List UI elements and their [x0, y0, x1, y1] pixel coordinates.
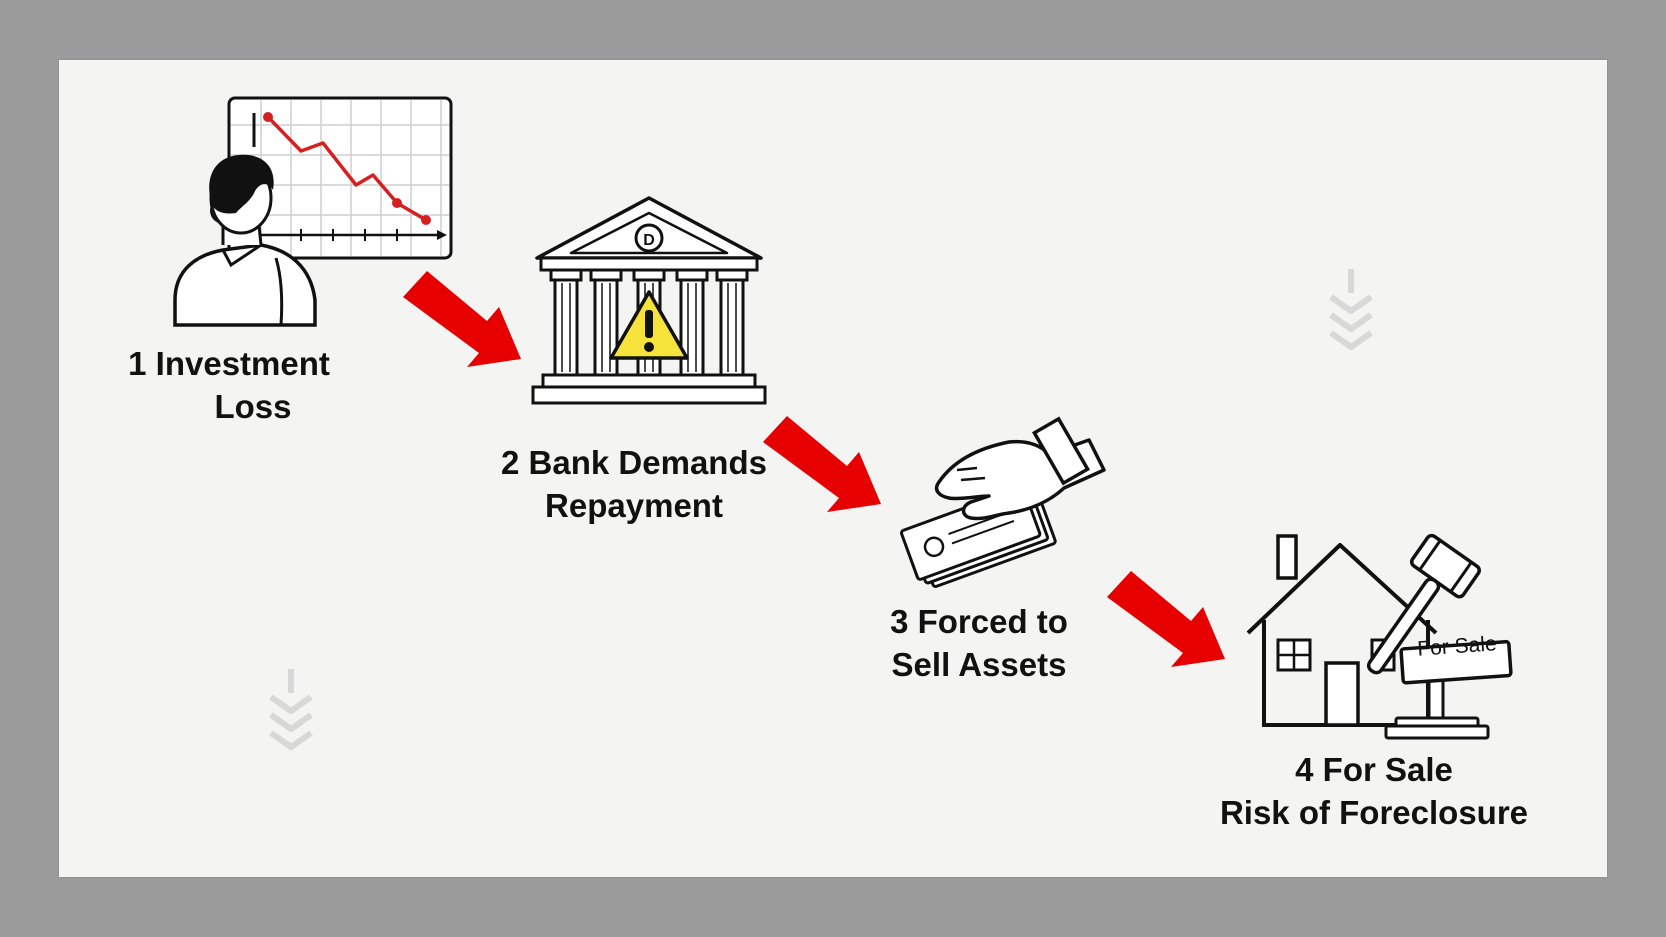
bank-warning-icon: D: [531, 196, 767, 405]
step-1-line1: Investment: [155, 345, 330, 382]
step-2-line2: Repayment: [545, 487, 723, 524]
step-4-label: 4 For Sale Risk of Foreclosure: [1209, 748, 1539, 834]
step-1-line2: Loss: [214, 388, 292, 425]
hand-money-icon: [900, 416, 1106, 588]
step-3-line2: Sell Assets: [891, 646, 1067, 683]
flow-arrow-1: [403, 271, 521, 367]
step-2-number: 2: [501, 444, 520, 481]
flow-arrow-3: [1107, 571, 1225, 667]
step-4-line2: Risk of Foreclosure: [1219, 794, 1529, 831]
step-4-line1: For Sale: [1322, 751, 1453, 788]
step-4-number: 4: [1295, 751, 1314, 788]
step-3-label: 3 Forced to Sell Assets: [869, 600, 1089, 686]
svg-text:D: D: [643, 232, 655, 249]
step-1-number: 1: [128, 345, 147, 382]
house-gavel-icon: [1246, 533, 1513, 740]
step-2-label: 2 Bank Demands Repayment: [484, 441, 784, 527]
flow-arrow-2: [763, 416, 881, 512]
step-1-label: 1 Investment Loss: [119, 342, 339, 428]
diagram-canvas: D: [59, 60, 1607, 877]
step-2-line1: Bank Demands: [528, 444, 767, 481]
step-3-number: 3: [890, 603, 909, 640]
chevron-down-icon: [1329, 269, 1373, 350]
investor-chart-icon: [173, 96, 453, 327]
step-3-line1: Forced to: [917, 603, 1068, 640]
chevron-down-icon: [269, 669, 313, 750]
